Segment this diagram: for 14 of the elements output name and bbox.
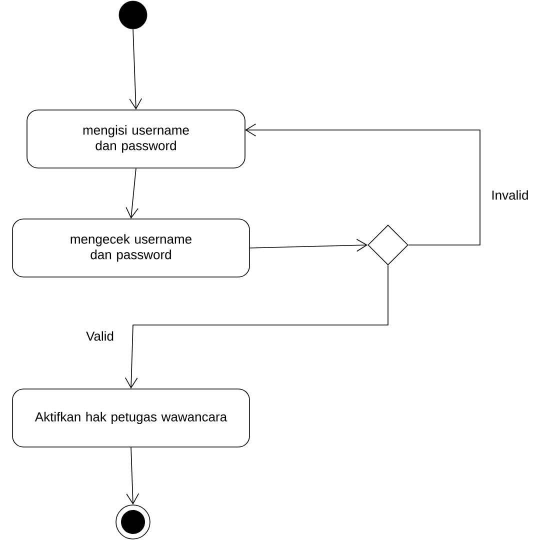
activity-box: mengisi username dan password xyxy=(26,110,246,168)
edge-label: Invalid xyxy=(490,189,530,201)
arrow xyxy=(126,447,140,505)
activity-box: Aktifkan hak petugas wawancara xyxy=(12,388,250,448)
arrow xyxy=(126,168,138,219)
start-node xyxy=(118,0,148,30)
arrow xyxy=(124,265,388,389)
edge-label: Valid xyxy=(85,330,115,342)
end-node xyxy=(116,504,150,540)
activity-box: mengecek username dan password xyxy=(12,218,250,278)
arrow xyxy=(245,124,480,246)
arrow xyxy=(129,28,142,110)
arrow xyxy=(250,238,368,252)
decision-diamond xyxy=(368,224,408,266)
